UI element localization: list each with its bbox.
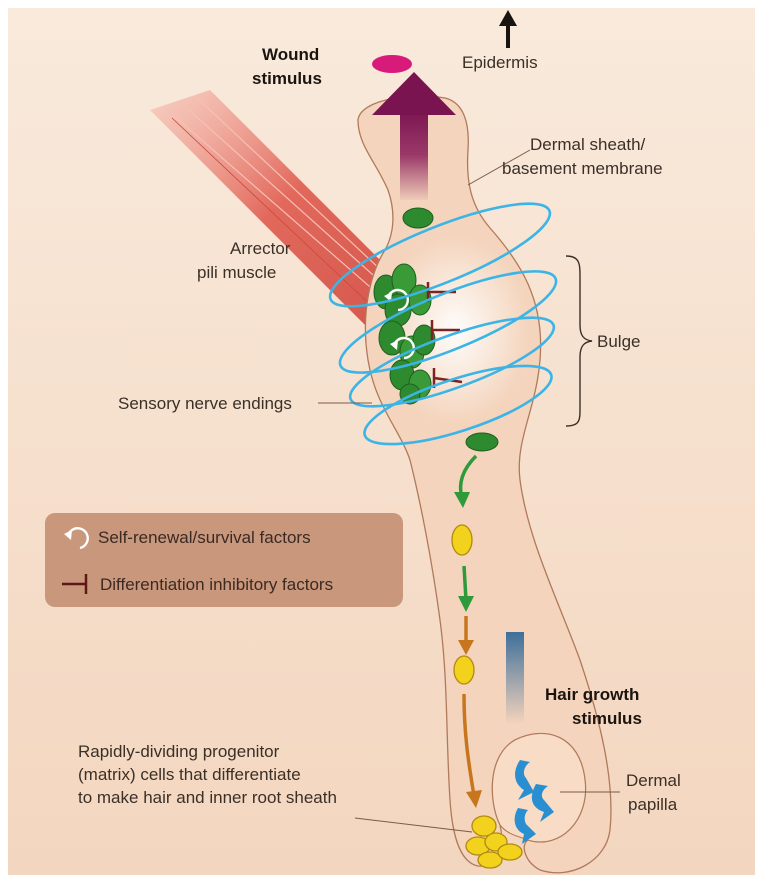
- progenitor-cell: [452, 525, 472, 555]
- dermal-sheath-label: Dermal sheath/: [530, 135, 646, 154]
- wound-stimulus-label: Wound: [262, 45, 319, 64]
- bulge-label: Bulge: [597, 332, 640, 351]
- legend-differentiation: Differentiation inhibitory factors: [100, 575, 333, 594]
- dermal-sheath-label: basement membrane: [502, 159, 663, 178]
- stem-cell: [403, 208, 433, 228]
- dermal-papilla-label: papilla: [628, 795, 678, 814]
- sensory-nerve-label: Sensory nerve endings: [118, 394, 292, 413]
- hair-growth-label: Hair growth: [545, 685, 639, 704]
- arrector-label: pili muscle: [197, 263, 276, 282]
- wound-cell: [372, 55, 412, 73]
- hair-growth-signal: [506, 632, 524, 724]
- legend-self-renewal: Self-renewal/survival factors: [98, 528, 311, 547]
- stem-cell: [466, 433, 498, 451]
- progenitor-label: (matrix) cells that differentiate: [78, 765, 301, 784]
- progenitor-label: to make hair and inner root sheath: [78, 788, 337, 807]
- progenitor-label: Rapidly-dividing progenitor: [78, 742, 280, 761]
- legend: Self-renewal/survival factors Differenti…: [45, 513, 403, 607]
- arrector-label: Arrector: [230, 239, 291, 258]
- progenitor-cell: [454, 656, 474, 684]
- hair-growth-label: stimulus: [572, 709, 642, 728]
- epidermis-label: Epidermis: [462, 53, 538, 72]
- wound-stimulus-label: stimulus: [252, 69, 322, 88]
- dermal-papilla-label: Dermal: [626, 771, 681, 790]
